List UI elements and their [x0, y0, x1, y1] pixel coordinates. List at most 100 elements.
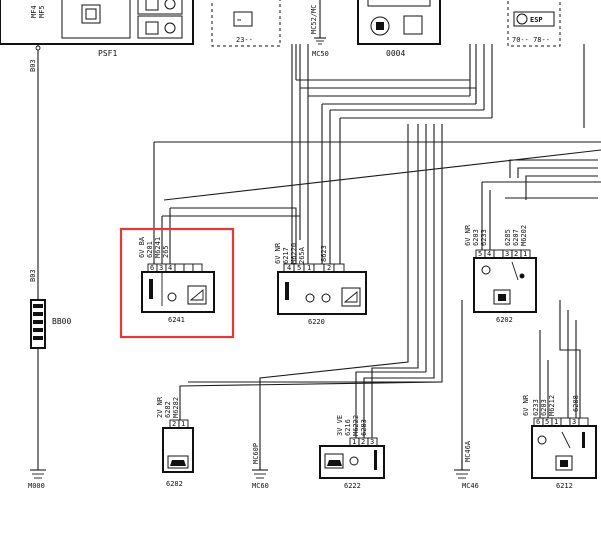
wire-label: M6241: [154, 237, 162, 258]
pin-row: 2 1: [169, 419, 189, 429]
module-id: 6220: [308, 318, 325, 326]
pin-row: 5 4 3 2 1: [475, 249, 531, 259]
pin-number: 1: [523, 250, 527, 258]
pin-number: 2: [327, 264, 331, 272]
ground-mc46: MC46A MC46: [454, 440, 479, 490]
wire-label: 8623: [320, 245, 328, 262]
psf1-pin-label: MF5: [38, 5, 46, 18]
module-id: 6202: [496, 316, 513, 324]
pin-number: 3: [370, 438, 374, 446]
wire-label: M6220: [290, 243, 298, 264]
wire-label: 6203: [472, 229, 480, 246]
pin-row: 6 5 1 3: [533, 417, 589, 427]
wire-label: M6212: [548, 395, 556, 416]
esp-dashed-box: [507, 0, 561, 47]
module-header: 6V BA: [138, 236, 146, 258]
motor-icon: [481, 265, 491, 275]
module-6222: 3V VE 6216 M6222 6283 1 2 3 6222: [319, 415, 385, 490]
lock-body-icon: [376, 22, 384, 30]
fuse-icon: [145, 0, 159, 11]
switch-contact-icon: [285, 282, 289, 300]
pin-number: 4: [487, 250, 491, 258]
bb00-pins-icon: [33, 304, 43, 340]
motor-icon: [537, 435, 547, 445]
module-6241: 6V BA 6201 M6241 265 6 3 4 6241: [138, 236, 215, 324]
ground-wire-label: MC60P: [252, 443, 260, 464]
wire-label: 6233: [480, 229, 488, 246]
module-header: 3V VE: [336, 415, 344, 436]
switch-icon: [561, 431, 571, 449]
psf1-pin-label: MF4: [30, 5, 38, 18]
pin-number: 5: [478, 250, 482, 258]
pin-number: 3: [159, 264, 163, 272]
arrow-glyph-icon: ⇔: [237, 16, 241, 24]
module-id: 6212: [556, 482, 573, 490]
component-0004: 0004: [357, 0, 441, 58]
esp-code: 70-- 78--: [512, 36, 550, 44]
wire-label: 6207: [512, 229, 520, 246]
pin-number: 4: [287, 264, 291, 272]
rail-wire-label: B03: [29, 59, 37, 72]
module-6282: 2V NR 6282 M6282 2 1 6282: [156, 396, 194, 488]
switch-icon: [511, 261, 519, 281]
mc50-ground: MC52/MC MC50: [310, 0, 329, 58]
module-header: 6V NR: [522, 394, 530, 416]
highlight-frame[interactable]: [119, 227, 235, 339]
pin-number: 3: [505, 250, 509, 258]
m000-label: M000: [28, 482, 45, 490]
mc52-wire-label: MC52/MC: [310, 4, 318, 34]
motor-icon: [167, 292, 177, 302]
ground-label: MC60: [252, 482, 269, 490]
ground-wire-label: MC46A: [464, 440, 472, 462]
esp-icon: [516, 13, 528, 25]
motor-icon: [349, 456, 359, 466]
pin-number: 3: [572, 418, 576, 426]
wire-label: 6203: [540, 399, 548, 416]
fuse-block-upper: [137, 0, 183, 15]
rail-wire-label: B03: [29, 269, 37, 282]
wire-label: 6288: [572, 395, 580, 412]
lamp-icon: [164, 22, 176, 34]
module-6212: 6V NR 6233 6203 M6212 6288 6 5 1 3 6212: [522, 394, 597, 490]
switch-contact-icon: [374, 450, 377, 470]
mc50-label: MC50: [312, 50, 329, 58]
relay-inner-icon: [85, 8, 97, 20]
ground-label: MC46: [462, 482, 479, 490]
wire-label: 6233: [532, 399, 540, 416]
fuse-icon: [145, 21, 159, 35]
pin-row: 4 5 1 2: [283, 263, 345, 273]
esp-unit: ESP 70-- 78--: [507, 0, 561, 47]
pin-number: 6: [150, 264, 154, 272]
psf1-label: PSF1: [98, 49, 117, 58]
pin-number: 4: [168, 264, 172, 272]
wire-label: M6202: [520, 225, 528, 246]
pin-number: 2: [361, 438, 365, 446]
bb00-label: BB00: [52, 317, 71, 326]
pin-number: 1: [307, 264, 311, 272]
keypad-icon: [367, 0, 431, 7]
module-id: 6222: [344, 482, 361, 490]
wire-label: 6201: [146, 241, 154, 258]
pin-row: 6 3 4: [147, 263, 203, 273]
esp-label: ESP: [530, 16, 543, 24]
switch-contact-icon: [582, 432, 585, 448]
module-header: 2V NR: [156, 396, 164, 418]
wire-label: 6282: [164, 401, 172, 418]
wire-label: M6282: [172, 397, 180, 418]
wire-label: 265A: [298, 246, 306, 264]
pin-number: 2: [172, 420, 176, 428]
ground-mc60: MC60P MC60: [252, 443, 269, 490]
pin-number: 1: [554, 418, 558, 426]
dashed-connector-23: ⇔ 23--: [211, 0, 281, 47]
pin-row: 1 2 3: [349, 437, 378, 447]
pin-number: 2: [514, 250, 518, 258]
component-0004-label: 0004: [386, 49, 405, 58]
module-header: 6V NR: [274, 242, 282, 264]
arrow-switch-icon: [233, 11, 253, 27]
lamp-icon: [164, 0, 176, 10]
wire-label: 6283: [360, 419, 368, 436]
wire-label: 6285: [504, 229, 512, 246]
dashed-box-code: 23--: [236, 36, 253, 44]
